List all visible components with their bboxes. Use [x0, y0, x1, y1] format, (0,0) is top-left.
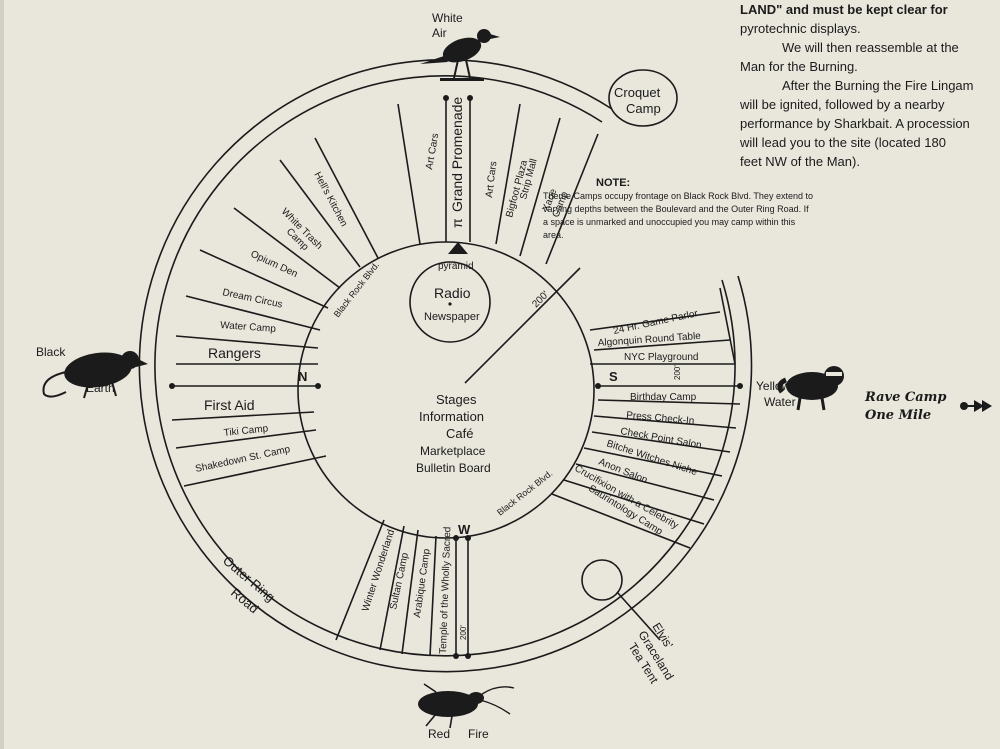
camp-nyc-playground: NYC Playground: [624, 352, 698, 363]
dist-200-s: 200': [459, 625, 468, 640]
camp-press-checkin: Press Check-In: [626, 410, 695, 427]
dir-white: White: [432, 11, 463, 25]
rave-line-1: Rave Camp: [865, 390, 947, 405]
pigeon-icon: [420, 29, 500, 81]
pyramid-label: pyramid: [438, 261, 474, 272]
rat-icon: [42, 351, 148, 399]
intro-line-4: Man for the Burning.: [740, 59, 858, 74]
radio-circle: [409, 261, 491, 343]
center-stages: Stages: [436, 392, 477, 407]
center-marketplace: Marketplace: [420, 444, 486, 458]
intro-line-1: LAND" and must be kept clear for: [740, 2, 948, 17]
camp-temple: Temple of the Wholly Sacred: [438, 527, 453, 655]
outer-ring-inner: [154, 75, 736, 657]
dir-fire: Fire: [468, 727, 489, 741]
camp-birthday: Birthday Camp: [630, 392, 697, 403]
man-road: [464, 267, 581, 384]
camp-arabique: Arabique Camp: [412, 548, 433, 619]
black-rock-blvd-nw: Black Rock Blvd.: [332, 260, 381, 319]
dist-200-ne: 200': [530, 289, 551, 310]
dir-water: Water: [764, 395, 796, 409]
croquet-line1: Croquet: [614, 85, 661, 100]
outer-ring-outer: [138, 58, 753, 673]
camp-tiki: Tiki Camp: [223, 423, 269, 439]
intro-line-3: We will then reassemble at the: [782, 40, 959, 55]
pi-label: π: [449, 218, 465, 228]
camp-shakedown: Shakedown St. Camp: [194, 444, 291, 475]
dir-air: Air: [432, 26, 447, 40]
dir-black: Black: [36, 345, 66, 359]
page-edge: [0, 0, 4, 749]
cockroach-icon: [418, 683, 515, 729]
compass-n: N: [298, 369, 307, 384]
pyramid-icon: [448, 242, 468, 254]
croquet-oval: [608, 69, 678, 127]
rave-line-2: One Mile: [865, 408, 932, 423]
center-bulletin: Bulletin Board: [416, 461, 491, 475]
newspaper-label: Newspaper: [424, 311, 480, 323]
intro-line-8: will lead you to the site (located 180: [740, 135, 946, 150]
camp-first-aid: First Aid: [204, 397, 255, 413]
grand-promenade-label: Grand Promenade: [449, 97, 465, 212]
elvis-circle: [581, 559, 623, 601]
croquet-line2: Camp: [626, 101, 661, 116]
center-cafe: Café: [446, 426, 473, 441]
camp-sultan: Sultan Camp: [388, 551, 411, 610]
intro-text: LAND" and must be kept clear for pyrotec…: [740, 0, 1000, 171]
camp-rangers: Rangers: [208, 345, 261, 361]
intro-line-2: pyrotechnic displays.: [740, 21, 861, 36]
note-text: Theme Camps occupy frontage on Black Roc…: [543, 191, 813, 240]
intro-line-5: After the Burning the Fire Lingam: [782, 78, 974, 93]
intro-line-6: will be ignited, followed by a nearby: [740, 97, 945, 112]
dir-red: Red: [428, 727, 450, 741]
note-title: NOTE:: [596, 177, 631, 189]
intro-line-9: feet NW of the Man).: [740, 154, 860, 169]
rave-camp-sign: Rave Camp One Mile: [865, 389, 947, 425]
center-information: Information: [419, 409, 484, 424]
theme-camp-note: NOTE: Theme Camps occupy frontage on Bla…: [543, 176, 815, 242]
camp-art-cars-nw: Art Cars: [424, 132, 441, 170]
camp-art-cars-ne: Art Cars: [484, 161, 499, 199]
radio-label: Radio: [434, 285, 471, 301]
camp-hells-kitchen: Hell's Kitchen: [311, 170, 349, 228]
compass-s: S: [609, 369, 618, 384]
compass-w: W: [458, 522, 471, 537]
dist-200-e: 200': [673, 365, 682, 380]
raccoon-icon: [777, 366, 844, 411]
arrow-right-icon: [960, 400, 992, 412]
intro-line-7: performance by Sharkbait. A procession: [740, 116, 970, 131]
black-rock-blvd-se: Black Rock Blvd.: [495, 468, 554, 517]
camp-water-camp: Water Camp: [220, 320, 277, 335]
